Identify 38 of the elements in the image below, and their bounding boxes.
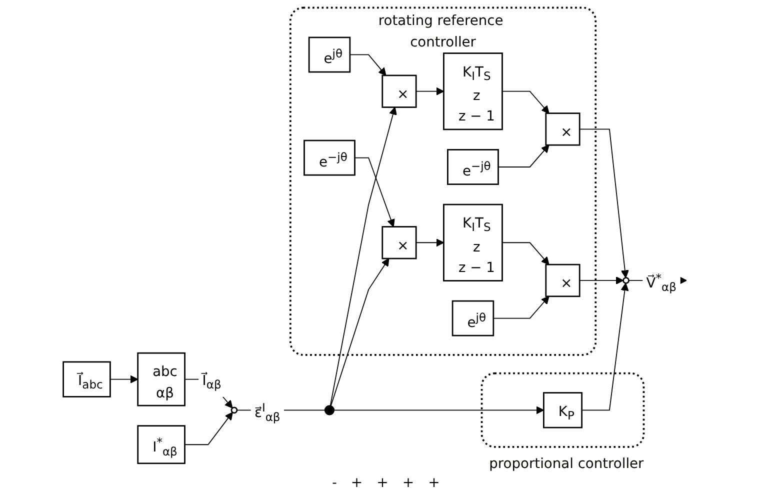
arrow — [354, 157, 395, 228]
summing-junction — [622, 277, 630, 284]
arrow — [416, 238, 444, 247]
arrow — [416, 87, 444, 96]
block: × — [545, 264, 580, 298]
arrow — [184, 412, 233, 446]
block: × — [382, 74, 417, 108]
arrow — [110, 375, 138, 384]
block: e$^{jθ}$ — [308, 36, 351, 73]
group-title: proportional controller — [489, 455, 644, 472]
block: e$^{jθ}$ — [452, 300, 494, 336]
arrow — [579, 276, 624, 285]
arrow — [581, 282, 629, 411]
block: × — [382, 226, 417, 260]
block: K$_{P}$ — [543, 392, 583, 428]
sign-label: + — [350, 475, 363, 491]
block: K$_{I}$T$_{S}$ z z − 1 — [443, 204, 503, 282]
arrow — [349, 54, 386, 76]
arrow — [330, 106, 397, 408]
arrow — [330, 258, 390, 408]
block: I⃗$_{abc}$ — [62, 361, 111, 398]
block: e$^{−jθ}$ — [447, 149, 499, 185]
sign-label: + — [402, 475, 414, 491]
branch-point — [324, 405, 335, 416]
arrow — [492, 296, 550, 319]
arrow — [498, 144, 550, 168]
block: × — [545, 112, 580, 146]
arrow — [579, 128, 629, 278]
block: abc αβ — [137, 352, 186, 406]
sign-label: + — [428, 475, 440, 491]
arrow — [502, 90, 550, 114]
summing-junction — [230, 406, 238, 414]
arrow — [502, 242, 550, 265]
group-title: rotating reference controller — [378, 12, 504, 50]
sign-label: + — [376, 475, 388, 491]
block: e$^{−jθ}$ — [304, 140, 356, 176]
sign-label: - — [332, 475, 337, 491]
block: K$_{I}$T$_{S}$ z z − 1 — [443, 52, 503, 130]
